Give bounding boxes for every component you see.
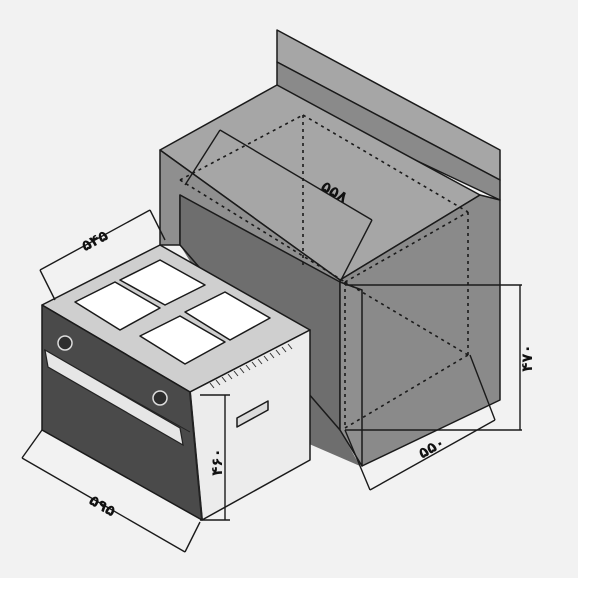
oven-width-line bbox=[21, 457, 186, 553]
oven-depth-line bbox=[39, 209, 151, 271]
right-knob-icon bbox=[152, 390, 168, 406]
left-knob-icon bbox=[57, 335, 73, 351]
oven bbox=[41, 244, 311, 521]
oven-front-edge bbox=[189, 391, 203, 521]
oven-door-handle bbox=[44, 348, 184, 447]
oven-side-slot bbox=[236, 400, 269, 428]
dim-label-niche-height: ۴۷۰ bbox=[518, 344, 536, 371]
oven-top-panel-2 bbox=[74, 281, 161, 331]
oven-vent-grill bbox=[209, 343, 293, 389]
dim-label-oven-height: ۴۶۰ bbox=[208, 448, 226, 475]
niche-width-line bbox=[369, 419, 496, 491]
cabinet-hidden-edges bbox=[179, 114, 469, 429]
dimension-lines bbox=[21, 129, 522, 553]
cabinet-front-pillar bbox=[339, 281, 363, 467]
niche-depth-line bbox=[219, 129, 373, 221]
oven-top-panel-3 bbox=[184, 291, 271, 341]
cabinet bbox=[159, 29, 501, 467]
oven-top-panel-1 bbox=[119, 259, 206, 306]
oven-top-panel-4 bbox=[139, 315, 226, 365]
